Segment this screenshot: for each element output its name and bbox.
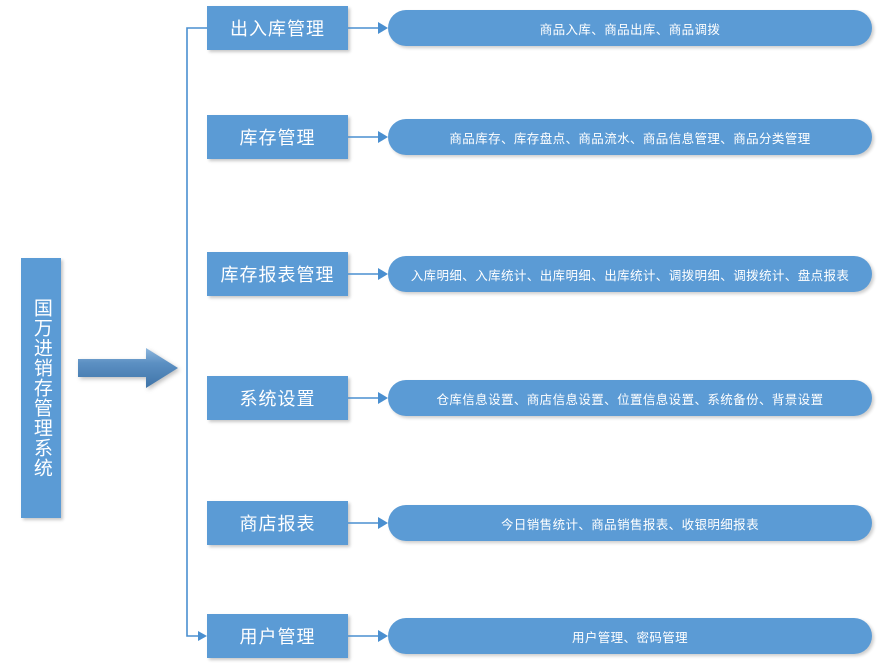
diagram-row: 用户管理 用户管理、密码管理 bbox=[0, 614, 891, 658]
diagram-row: 库存管理 商品库存、库存盘点、商品流水、商品信息管理、商品分类管理 bbox=[0, 115, 891, 159]
module-detail-pill[interactable]: 商品入库、商品出库、商品调拨 bbox=[388, 10, 872, 46]
row-connector-arrow-icon bbox=[348, 22, 388, 34]
diagram-row: 出入库管理 商品入库、商品出库、商品调拨 bbox=[0, 6, 891, 50]
module-detail-pill[interactable]: 用户管理、密码管理 bbox=[388, 618, 872, 654]
module-box-yonghuguanli[interactable]: 用户管理 bbox=[207, 614, 348, 658]
module-box-kucunbaobiaoguanli[interactable]: 库存报表管理 bbox=[207, 252, 348, 296]
module-detail-pill[interactable]: 入库明细、入库统计、出库明细、出库统计、调拨明细、调拨统计、盘点报表 bbox=[388, 256, 872, 292]
row-connector-arrow-icon bbox=[348, 630, 388, 642]
module-detail-pill[interactable]: 仓库信息设置、商店信息设置、位置信息设置、系统备份、背景设置 bbox=[388, 380, 872, 416]
system-title-bar: 国万进销存管理系统 bbox=[21, 258, 61, 518]
row-connector-arrow-icon bbox=[348, 392, 388, 404]
diagram-row: 库存报表管理 入库明细、入库统计、出库明细、出库统计、调拨明细、调拨统计、盘点报… bbox=[0, 252, 891, 296]
diagram-row: 系统设置 仓库信息设置、商店信息设置、位置信息设置、系统备份、背景设置 bbox=[0, 376, 891, 420]
system-title-text: 国万进销存管理系统 bbox=[30, 298, 52, 478]
tree-trunk-connector bbox=[186, 27, 207, 641]
module-box-kucunguanli[interactable]: 库存管理 bbox=[207, 115, 348, 159]
module-box-xitongshezhi[interactable]: 系统设置 bbox=[207, 376, 348, 420]
row-connector-arrow-icon bbox=[348, 268, 388, 280]
main-flow-arrow-icon bbox=[78, 348, 178, 388]
module-box-chukuguanli[interactable]: 出入库管理 bbox=[207, 6, 348, 50]
row-connector-arrow-icon bbox=[348, 131, 388, 143]
module-box-shangdianbaobiao[interactable]: 商店报表 bbox=[207, 501, 348, 545]
module-detail-pill[interactable]: 商品库存、库存盘点、商品流水、商品信息管理、商品分类管理 bbox=[388, 119, 872, 155]
module-detail-pill[interactable]: 今日销售统计、商品销售报表、收银明细报表 bbox=[388, 505, 872, 541]
row-connector-arrow-icon bbox=[348, 517, 388, 529]
diagram-row: 商店报表 今日销售统计、商品销售报表、收银明细报表 bbox=[0, 501, 891, 545]
